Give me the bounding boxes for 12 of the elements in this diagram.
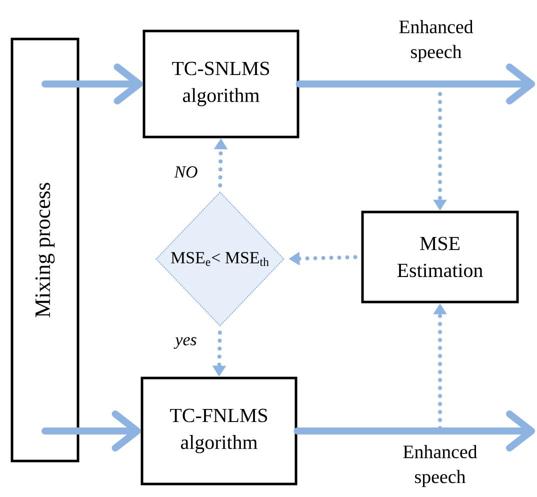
edge-label: Enhanced speech <box>399 20 474 62</box>
edge-label: NO <box>174 166 198 178</box>
process-box: TC-SNLMS algorithm <box>142 30 300 138</box>
arrow <box>42 410 141 452</box>
edge-label: Enhanced speech <box>403 444 478 488</box>
process-box: MSE Estimation <box>361 210 519 304</box>
arrow <box>296 64 535 104</box>
arrow <box>42 64 143 104</box>
process-box: Mixing process <box>10 38 80 462</box>
process-box: TC-FNLMS algorithm <box>140 376 298 486</box>
arrow <box>294 410 535 452</box>
edge-label: yes <box>174 337 196 349</box>
